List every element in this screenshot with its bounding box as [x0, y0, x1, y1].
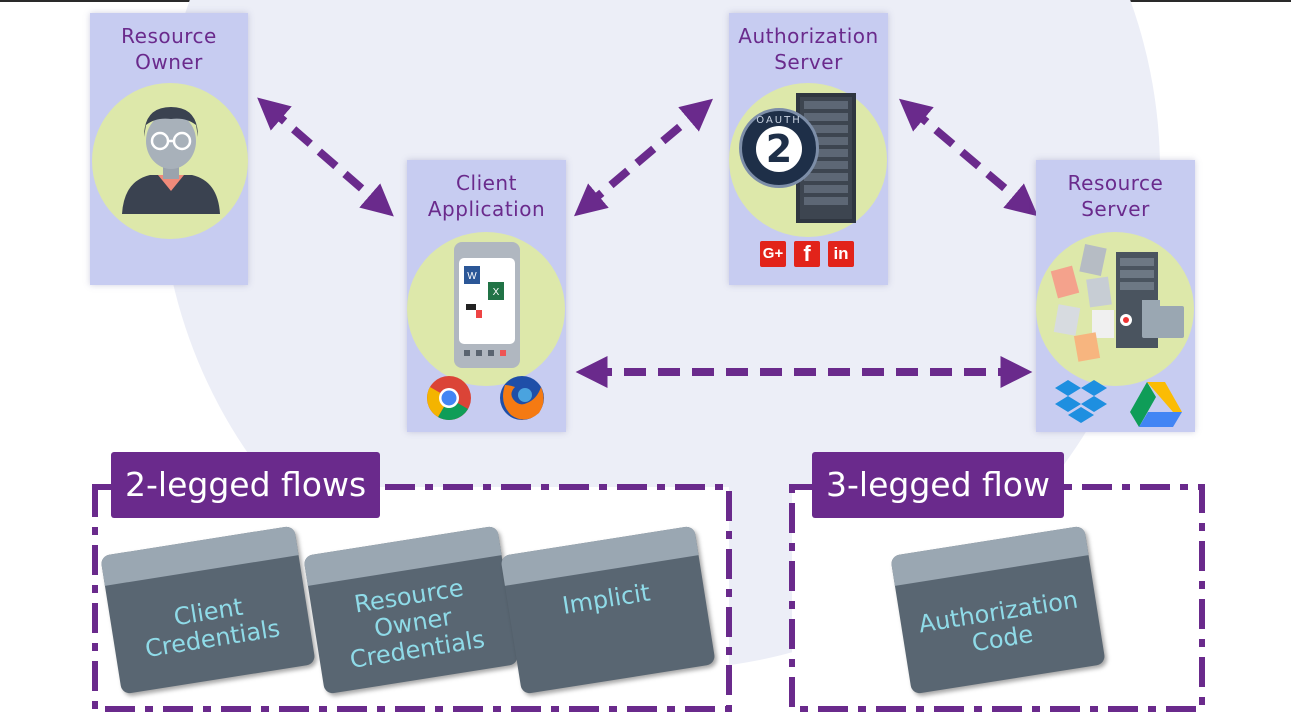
linkedin-icon: in: [828, 241, 854, 267]
chrome-icon: [427, 376, 471, 420]
resource-server-title: Resource Server: [1067, 171, 1164, 221]
authorization-server-title: Authorization Server: [738, 24, 879, 74]
resource-owner-card: Resource Owner: [90, 13, 248, 285]
oauth2-badge-icon: OAUTH 2: [739, 108, 819, 188]
arrow-auth-resource: [899, 98, 1038, 217]
resource-server-card: Resource Server: [1036, 160, 1195, 432]
two-legged-flows-title: 2-legged flows: [111, 452, 381, 518]
card-title: Authorization Server: [729, 23, 888, 75]
card-title: Resource Server: [1036, 170, 1195, 222]
firefox-icon: [500, 376, 544, 420]
arrow-owner-client: [257, 97, 394, 217]
svg-text:W: W: [467, 271, 477, 282]
facebook-icon: f: [794, 241, 820, 267]
client-application-card: Client Application W X: [407, 160, 566, 432]
resource-owner-title: Resource Owner: [121, 24, 217, 74]
phone-icon: W X: [454, 242, 520, 368]
dropbox-icon: [1055, 380, 1107, 423]
card-title: Resource Owner: [90, 23, 248, 75]
file-server-icon: [1050, 244, 1184, 362]
card-title: Client Application: [407, 170, 566, 222]
authorization-server-card: Authorization Server OAUTH 2 G+ f in: [729, 13, 888, 285]
svg-text:X: X: [493, 287, 500, 298]
google-drive-icon: [1130, 382, 1182, 427]
oauth-badge-text: OAUTH: [756, 115, 802, 126]
oauth-badge-number: 2: [765, 127, 793, 171]
oauth-badge-inner: [756, 126, 802, 172]
google-plus-icon: G+: [760, 241, 786, 267]
person-icon: [122, 107, 220, 214]
three-legged-flow-title: 3-legged flow: [812, 452, 1064, 518]
arrow-client-auth: [574, 98, 713, 217]
client-application-title: Client Application: [427, 171, 546, 221]
